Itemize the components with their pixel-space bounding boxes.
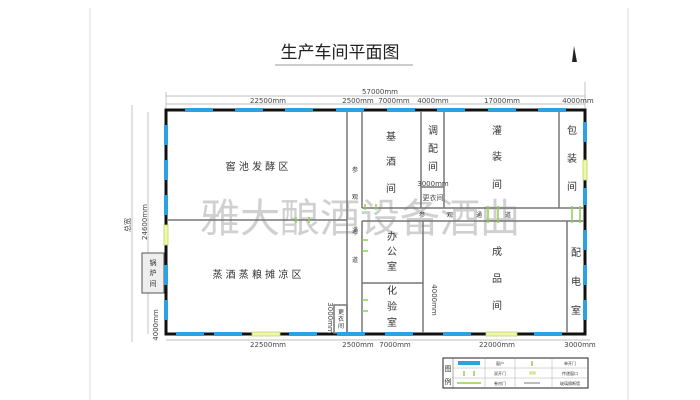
label: 办 (387, 230, 397, 243)
room-blending: 调配间 3000mm 更衣间 (417, 125, 449, 202)
dim-height: 24600mm (141, 204, 149, 240)
label: 3000mm (326, 302, 334, 334)
label: 装 (492, 150, 502, 163)
label: 参 (419, 211, 425, 219)
dim-top-2: 2500mm (342, 97, 374, 105)
label: 酒 (386, 156, 396, 168)
label: 室 (387, 316, 397, 329)
dim-boiler: 4000mm (152, 309, 160, 341)
dim-bottom-4: 22000mm (479, 341, 515, 349)
room-packing: 包装间 (567, 124, 577, 193)
label: 电 (571, 275, 581, 288)
dim-bottom-1: 22500mm (250, 341, 286, 349)
label: 参 (352, 166, 358, 174)
label: 玻璃隔断墙 (560, 380, 580, 386)
room-fermentation: 窖 池 发 酵 区 (226, 160, 289, 173)
label: 窗户 (496, 360, 504, 366)
label: 4000mm (430, 284, 438, 316)
label: 间 (492, 299, 502, 312)
corridor-horizontal: 参观 通道 (419, 211, 511, 219)
label: 间 (492, 178, 502, 191)
room-finished-goods: 成品间 4000mm (430, 246, 502, 316)
dim-side-label: 总宽 (123, 218, 132, 232)
label: 卷帘门 (494, 380, 506, 386)
label: 传递窗口 (562, 370, 578, 376)
label: 道 (505, 211, 511, 219)
plan-mark (251, 331, 281, 337)
label: 炉 (150, 268, 157, 277)
label: 单开门 (564, 360, 576, 366)
dim-top-6: 4000mm (562, 97, 594, 105)
label: 图 (445, 365, 452, 373)
label: 公 (387, 247, 397, 258)
label: 灌 (492, 125, 502, 137)
room-lab: 化验室 (387, 284, 397, 329)
room-locker: 更衣间 3000mm (326, 302, 344, 334)
label: 室 (387, 260, 397, 273)
label: 间 (338, 322, 344, 330)
legend-pass-window-icon (529, 371, 536, 375)
label: 更衣间 (423, 193, 444, 202)
outer-wall (164, 108, 587, 336)
windows (164, 108, 587, 336)
label: 配 (571, 247, 581, 259)
corridor-vertical: 参观 通道 (352, 166, 358, 264)
dim-top-3: 7000mm (378, 97, 410, 105)
label: 调 (428, 125, 438, 137)
label: 成 (492, 246, 502, 258)
label: 衣 (338, 315, 344, 323)
plan-title: 生产车间平面图 (281, 43, 400, 63)
doors (163, 159, 588, 337)
label: 验 (387, 300, 397, 313)
legend: 图例 窗户 单开门 双开门 传递窗口 卷帘门 玻璃隔断墙 (442, 357, 589, 389)
label: 更 (338, 309, 344, 316)
left-dimensions: 总宽 24600mm 4000mm (123, 105, 160, 342)
dim-top-5: 17000mm (484, 97, 520, 105)
room-power: 配电室 (571, 247, 581, 317)
label: 间 (386, 182, 396, 195)
watermark: 雅大酿酒设备酒曲 (200, 196, 520, 242)
plan-mark (163, 224, 169, 246)
dim-bottom-3: 7000mm (379, 341, 411, 349)
label: 装 (567, 152, 577, 165)
dim-bottom-5: 3000mm (564, 341, 596, 349)
label: 基 (386, 130, 396, 143)
dim-total: 57000mm (362, 88, 398, 96)
label: 观 (352, 194, 358, 201)
room-base-liquor: 基酒间 (386, 130, 396, 195)
label: 观 (447, 212, 453, 219)
label: 室 (571, 304, 581, 317)
label: 化 (387, 284, 397, 297)
label: 间 (567, 180, 577, 193)
dim-top-1: 22500mm (250, 97, 286, 105)
label: 双开门 (494, 370, 506, 376)
bottom-dimensions: 22500mm 2500mm 7000mm 22000mm 3000mm (166, 339, 596, 349)
dim-bottom-2: 2500mm (342, 341, 374, 349)
label: 包 (567, 124, 577, 137)
top-dimensions: 57000mm 22500mm 2500mm 7000mm 4000mm 170… (165, 82, 594, 108)
plan-mark (582, 159, 588, 181)
label: 3000mm (417, 180, 449, 188)
plan-mark (485, 331, 518, 337)
label: 间 (150, 280, 157, 288)
label: 通 (352, 227, 358, 235)
room-office: 办公室 (387, 230, 397, 273)
label: 配 (428, 143, 438, 155)
room-steaming: 蒸 酒 蒸 粮 摊 凉 区 (212, 268, 301, 281)
room-filling: 灌装间 (492, 125, 502, 191)
label: 锅 (150, 258, 157, 267)
label: 例 (445, 377, 452, 386)
label: 间 (428, 160, 438, 173)
room-boiler: 锅炉间 (150, 258, 157, 288)
north-arrow-icon (572, 46, 577, 62)
label: 道 (352, 256, 358, 264)
dim-top-4: 4000mm (417, 97, 449, 105)
label: 通 (476, 211, 482, 219)
label: 品 (492, 273, 502, 285)
